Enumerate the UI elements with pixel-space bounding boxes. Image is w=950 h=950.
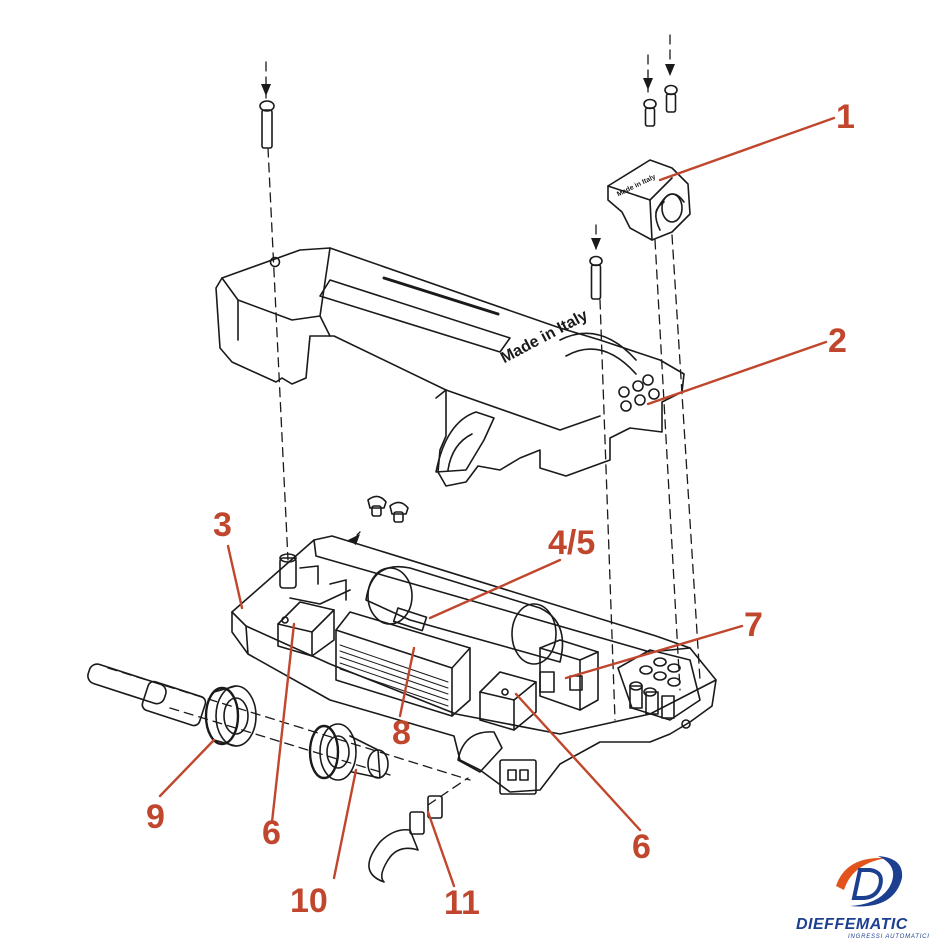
roller-part-9 [204,685,257,747]
callout-4-5: 4/5 [548,524,596,562]
shaft [87,663,207,727]
screw-top-right-a [643,98,657,127]
cable-part-11 [368,795,443,883]
callout-3: 3 [213,506,232,544]
callout-6-right: 6 [632,828,651,866]
brand-tagline: INGRESSI AUTOMATICI [848,934,930,940]
small-screws [367,495,409,523]
brand-swoosh-blue [850,856,903,907]
brand-name: DIEFFEMATIC [796,916,908,933]
brand-logo [836,856,903,907]
callout-11: 11 [444,884,480,922]
base-part-3 [231,535,717,795]
callout-1: 1 [836,98,855,136]
cover-part-2 [215,247,685,487]
brand-swoosh-orange [836,857,886,890]
callout-10: 10 [290,882,328,920]
brand-letter-d [851,868,883,900]
roller-part-10 [308,723,389,781]
assembly-lines [107,34,701,806]
callout-8: 8 [392,714,411,752]
callout-2: 2 [828,322,847,360]
callout-9: 9 [146,798,165,836]
screw-top-right-b [664,84,678,113]
callout-6-left: 6 [262,814,281,852]
arrow-heads [261,64,675,545]
cover-logo-plate [382,276,500,316]
cap-part-1 [607,159,691,241]
leader-lines [158,116,836,888]
callout-7: 7 [744,606,763,644]
screw-left [259,100,275,149]
screw-mid [589,255,603,300]
